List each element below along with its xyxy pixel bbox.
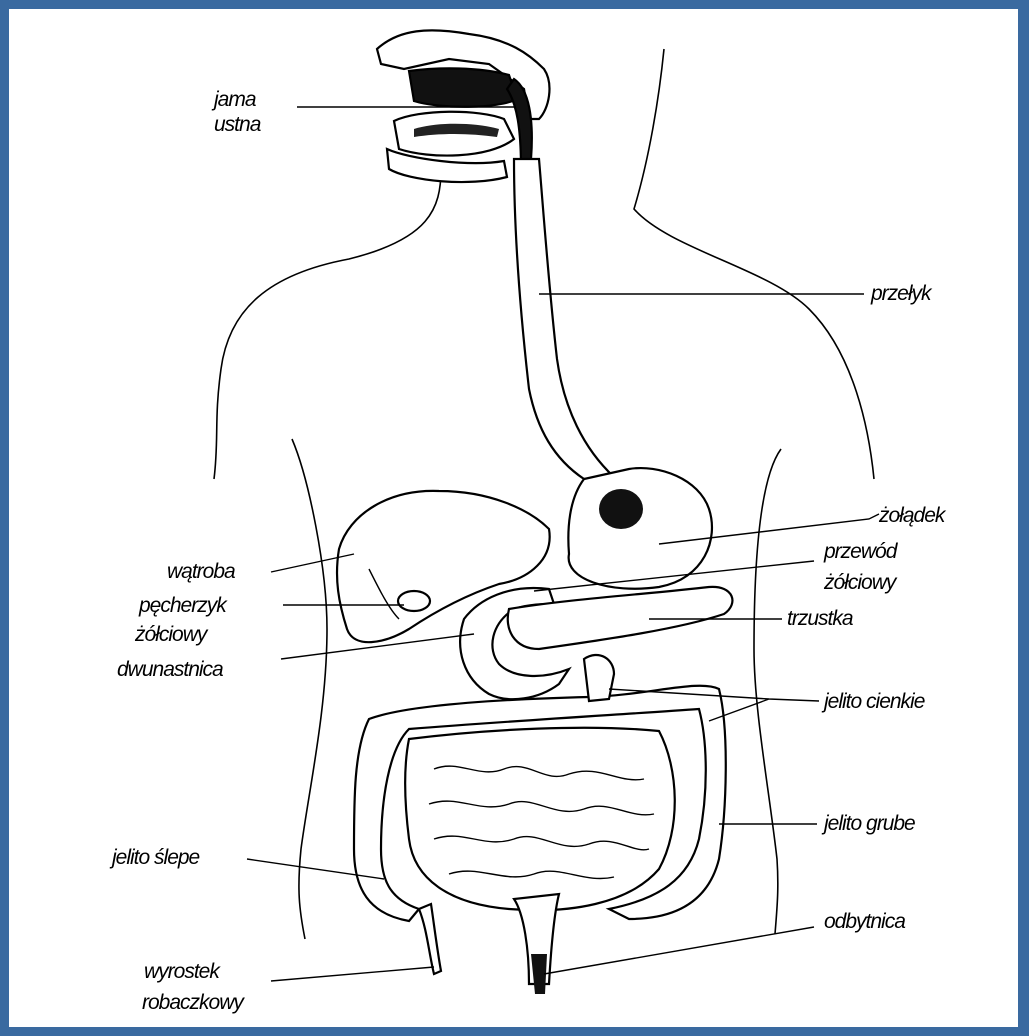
leader-wyrostek bbox=[271, 967, 434, 981]
label-wyrostek-line1: wyrostek bbox=[144, 959, 243, 984]
label-zoladek: żołądek bbox=[879, 503, 944, 528]
label-przelyk: przełyk bbox=[871, 281, 931, 306]
diagram-canvas: jama ustna przełyk żołądek wątroba przew… bbox=[9, 9, 1018, 1027]
gallbladder-drawing bbox=[398, 591, 430, 611]
label-wyrostek-line2: robaczkowy bbox=[142, 990, 243, 1015]
label-jama-ustna: jama ustna bbox=[214, 87, 260, 137]
stomach-drawing bbox=[568, 468, 712, 589]
label-jama-line1: jama bbox=[214, 87, 260, 112]
label-przewod-zolciowy: przewód żółciowy bbox=[824, 539, 896, 595]
leader-odbytnica bbox=[544, 927, 814, 974]
rectum-drawing bbox=[514, 894, 559, 994]
label-pecherzyk-line2: żółciowy bbox=[135, 622, 226, 647]
appendix-drawing bbox=[419, 904, 441, 974]
label-pecherzyk-zolciowy: pęcherzyk żółciowy bbox=[139, 593, 226, 647]
label-jelito-cienkie: jelito cienkie bbox=[824, 689, 924, 714]
label-pecherzyk-line1: pęcherzyk bbox=[139, 593, 226, 618]
esophagus-drawing bbox=[514, 159, 614, 479]
label-odbytnica: odbytnica bbox=[824, 909, 905, 934]
label-trzustka: trzustka bbox=[787, 606, 853, 631]
label-watroba: wątroba bbox=[167, 559, 235, 584]
digestive-system-illustration bbox=[9, 9, 1018, 1027]
label-jama-line2: ustna bbox=[214, 112, 260, 137]
label-przewod-line1: przewód bbox=[824, 539, 896, 564]
label-dwunastnica: dwunastnica bbox=[117, 657, 223, 682]
label-jelito-slepe: jelito ślepe bbox=[112, 845, 199, 870]
label-jelito-grube: jelito grube bbox=[824, 811, 915, 836]
label-przewod-line2: żółciowy bbox=[824, 570, 896, 595]
label-wyrostek-robaczkowy: wyrostek robaczkowy bbox=[144, 959, 243, 1015]
